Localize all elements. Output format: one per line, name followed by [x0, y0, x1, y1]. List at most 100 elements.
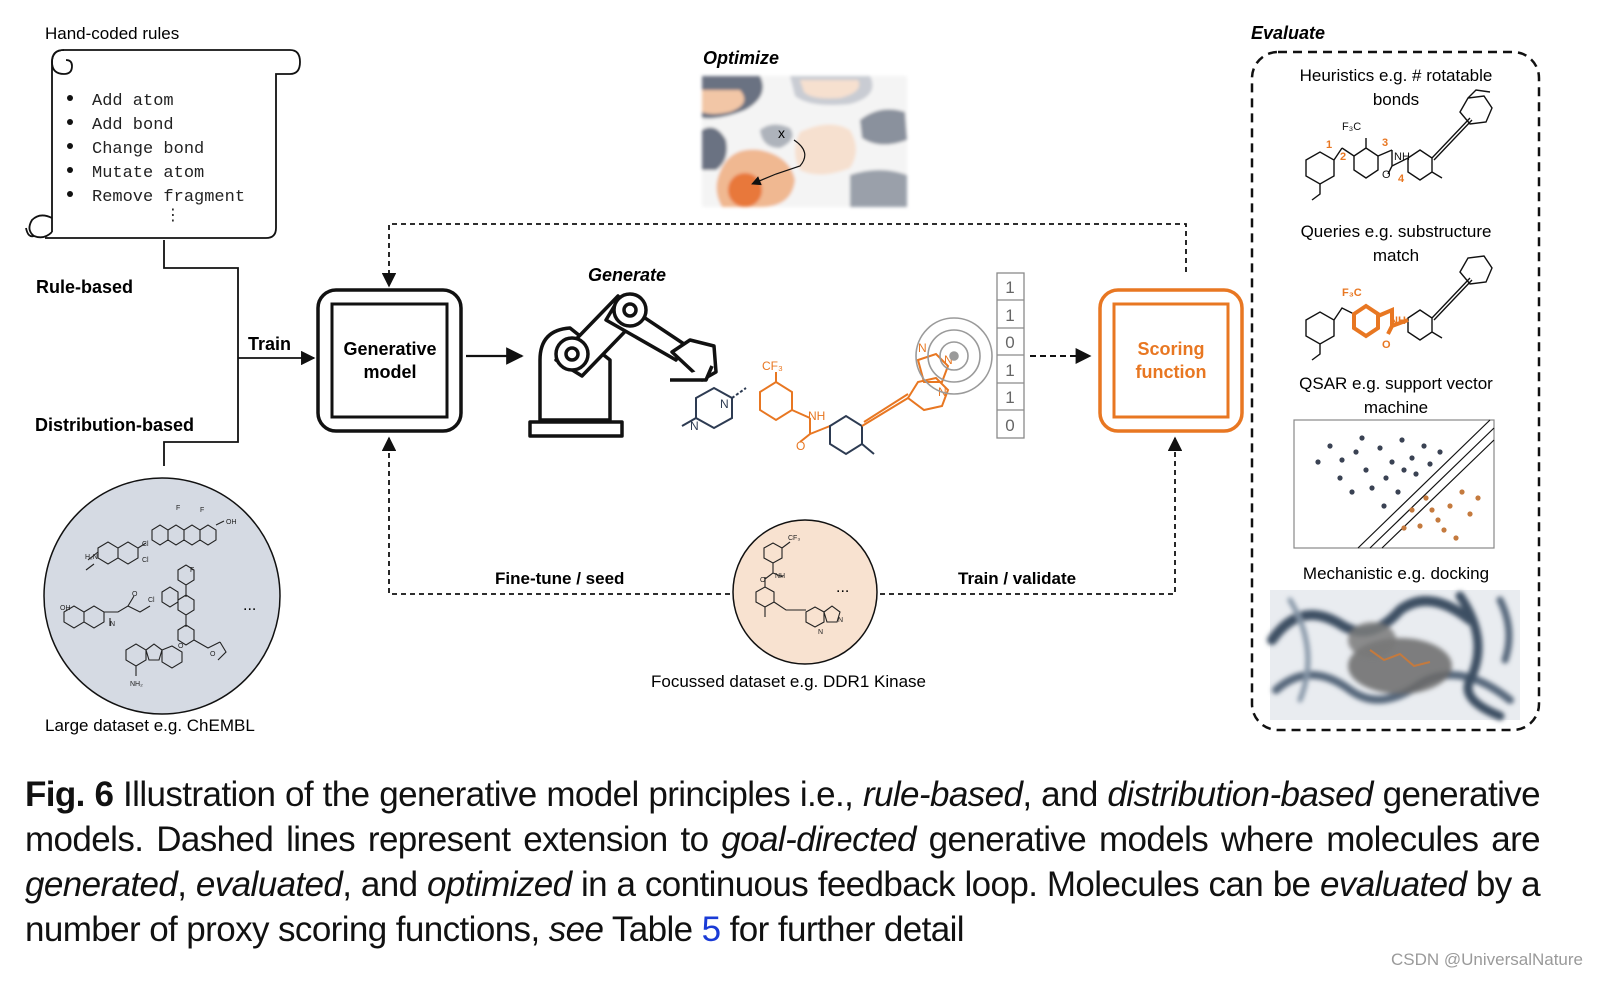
table-link[interactable]: 5	[701, 910, 721, 949]
generate-label: Generate	[588, 265, 666, 285]
focused-dataset-caption: Focussed dataset e.g. DDR1 Kinase	[651, 672, 926, 691]
svg-text:F: F	[200, 507, 204, 514]
fingerprint-bit: 0	[1005, 333, 1014, 352]
caption-text: for further detail	[720, 910, 965, 949]
mol-label-n4: N	[720, 397, 729, 411]
train-connector	[163, 240, 316, 466]
generative-model-label-line2: model	[363, 362, 416, 382]
queries-label-line2: match	[1373, 246, 1419, 265]
rule-item: Remove fragment	[92, 188, 245, 207]
rule-item: Mutate atom	[92, 164, 204, 183]
fingerprint-bit: 0	[1005, 416, 1014, 435]
generative-model-box-inner	[330, 302, 449, 419]
svg-text:Cl: Cl	[148, 597, 155, 604]
figure-diagram: Hand-coded rules Add atom Add bond Chang…	[25, 23, 1541, 735]
caption-italic: rule-based	[862, 775, 1023, 814]
focused-molecule-icon	[755, 541, 841, 628]
caption-italic: generated	[25, 865, 178, 904]
focused-dataset-circle	[732, 519, 878, 665]
queries-label-line1: Queries e.g. substructure	[1301, 222, 1492, 241]
caption-italic: evaluated	[195, 865, 343, 904]
svg-text:OH: OH	[60, 605, 71, 612]
svg-text:N: N	[110, 621, 115, 628]
generative-model-box-outer	[316, 288, 463, 433]
train-label: Train	[248, 334, 291, 354]
heuristic-o: O	[1382, 169, 1391, 181]
rules-list: Add atom Add bond Change bond Mutate ato…	[67, 92, 245, 224]
mol-label-nh: NH	[808, 409, 825, 423]
caption-italic: optimized	[427, 865, 572, 904]
svg-text:O: O	[132, 591, 138, 598]
bullet	[67, 143, 73, 149]
generated-molecule	[681, 352, 950, 456]
bullet	[67, 167, 73, 173]
bullet	[67, 95, 73, 101]
svg-text:O: O	[178, 643, 184, 650]
heuristics-label-line2: bonds	[1373, 90, 1419, 109]
fingerprint-bit: 1	[1005, 361, 1014, 380]
bullet	[67, 191, 73, 197]
caption-text: Table	[603, 910, 702, 949]
queries-labels: F₃C NH O	[1342, 287, 1406, 351]
mol-label-n1: N	[918, 341, 927, 355]
focused-ellipsis: ...	[836, 579, 849, 596]
svg-text:F: F	[176, 505, 180, 512]
rules-more: ⋮	[165, 207, 181, 224]
svg-text:O: O	[210, 651, 216, 658]
mol-label-n5: N	[690, 419, 699, 433]
caption-text: generative models where molecules are	[915, 820, 1541, 859]
heuristic-f3c: F₃C	[1342, 121, 1361, 133]
svg-text:CF₃: CF₃	[788, 535, 800, 542]
bond-number: 3	[1382, 137, 1388, 149]
scoring-function-label-line2: function	[1136, 362, 1207, 382]
evaluate-panel	[1250, 50, 1541, 732]
queries-highlight	[1352, 303, 1409, 339]
bond-number: 1	[1326, 139, 1332, 151]
generated-molecule-labels-dark: N N	[690, 397, 729, 433]
fingerprint-bit: 1	[1005, 306, 1014, 325]
fingerprint-bit: 1	[1005, 278, 1014, 297]
caption-text: Illustration of the generative model pri…	[113, 775, 863, 814]
svm-plot	[1293, 419, 1495, 549]
optimize-label: Optimize	[703, 48, 779, 68]
docking-image	[1267, 590, 1520, 721]
train-validate-loop	[880, 436, 1183, 595]
heuristics-molecule	[1305, 89, 1493, 201]
svg-text:N: N	[818, 629, 823, 636]
rule-based-label: Rule-based	[36, 277, 133, 297]
robot-arm-icon	[528, 292, 718, 438]
caption-text: ,	[177, 865, 196, 904]
query-o: O	[1382, 339, 1391, 351]
caption-text: generative models. Dashed lines represen…	[25, 775, 1541, 859]
feedback-loop-top	[381, 223, 1187, 288]
optimize-path	[751, 139, 806, 186]
svg-text:NH₂: NH₂	[130, 681, 143, 688]
bullet	[67, 119, 73, 125]
fingerprint-vector: 1 1 0 1 1 0	[996, 272, 1025, 439]
target-rings-icon	[915, 317, 993, 395]
evaluate-title: Evaluate	[1251, 23, 1325, 43]
svg-text:F: F	[190, 567, 194, 574]
caption-text: , and	[1022, 775, 1108, 814]
heuristics-labels: F₃C NH O 1 2 3 4	[1326, 121, 1410, 185]
queries-molecule	[1305, 255, 1493, 361]
caption-italic: distribution-based	[1107, 775, 1373, 814]
heuristics-label-line1: Heuristics e.g. # rotatable	[1300, 66, 1493, 85]
distribution-based-label: Distribution-based	[35, 415, 194, 435]
bond-number: 4	[1398, 173, 1405, 185]
caption-italic: see	[548, 910, 604, 949]
scroll-title: Hand-coded rules	[45, 24, 179, 43]
optimize-mark: x	[778, 125, 785, 141]
caption-text: by a number of proxy scoring functions,	[25, 865, 1541, 949]
rule-item: Add atom	[92, 92, 174, 111]
svg-text:Cl: Cl	[142, 541, 149, 548]
rule-item: Change bond	[92, 140, 204, 159]
generative-model-label-line1: Generative	[343, 339, 436, 359]
svg-text:H₂N: H₂N	[85, 554, 98, 561]
watermark: CSDN @UniversalNature	[1390, 950, 1583, 969]
scoring-function-box-inner	[1112, 302, 1230, 419]
qsar-label-line1: QSAR e.g. support vector	[1299, 374, 1493, 393]
caption-fig-number: Fig. 6	[25, 775, 114, 814]
